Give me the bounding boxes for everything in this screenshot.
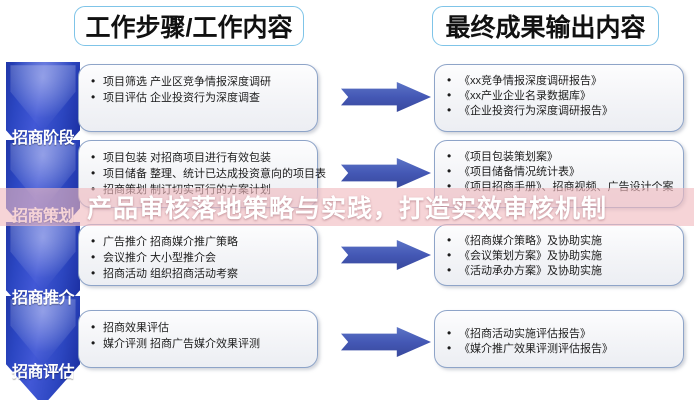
flow-arrow-1	[341, 82, 431, 112]
list-item: 媒介评测 招商广告媒介效果评测	[91, 335, 309, 352]
list-item: 《招商媒介策略》及协助实施	[447, 233, 675, 249]
stage-label-1: 招商阶段	[11, 130, 75, 147]
list-item: 项目筛选 产业区竞争情报深度调研	[91, 73, 309, 90]
list-item: 《项目包装策划案》	[447, 149, 675, 165]
outputs-box-1: 《xx竞争情报深度调研报告》 《xx产业企业名录数据库》 《企业投资行为深度调研…	[434, 64, 684, 132]
list-item: 项目储备 整理、统计已达成投资意向的项目表	[91, 165, 326, 182]
list-item: 《会议策划方案》及协助实施	[447, 248, 675, 264]
list-item: 项目包装 对招商项目进行有效包装	[91, 149, 309, 166]
list-item: 《活动承办方案》及协助实施	[447, 263, 675, 279]
stage-chevron-4	[6, 296, 80, 400]
column-header-right: 最终成果输出内容	[432, 6, 659, 46]
list-item: 《媒介推广效果评测评估报告》	[447, 341, 675, 357]
list-item: 《xx竞争情报深度调研报告》	[447, 73, 675, 89]
flow-arrow-4	[341, 327, 431, 357]
list-item: 招商效果评估	[91, 319, 309, 336]
list-item: 招商活动 组织招商活动考察	[91, 265, 309, 282]
steps-box-3: 广告推介 招商媒介推广策略 会议推介 大小型推介会 招商活动 组织招商活动考察	[78, 224, 318, 286]
list-item: 《项目储备情况统计表》	[447, 164, 675, 180]
steps-box-4: 招商效果评估 媒介评测 招商广告媒介效果评测	[78, 310, 318, 368]
column-header-left: 工作步骤/工作内容	[74, 6, 304, 46]
steps-box-1: 项目筛选 产业区竞争情报深度调研 项目评估 企业投资行为深度调查	[78, 64, 318, 132]
stage-label-4: 招商评估	[11, 364, 75, 381]
list-item: 广告推介 招商媒介推广策略	[91, 233, 309, 250]
list-item: 《招商活动实施评估报告》	[447, 326, 675, 342]
list-item: 《xx产业企业名录数据库》	[447, 88, 675, 104]
stage-label-3: 招商推介	[11, 290, 75, 307]
outputs-box-3: 《招商媒介策略》及协助实施 《会议策划方案》及协助实施 《活动承办方案》及协助实…	[434, 224, 684, 286]
list-item: 《企业投资行为深度调研报告》	[447, 103, 675, 119]
overlay-headline: 产品审核落地策略与实践，打造实效审核机制	[86, 195, 607, 223]
list-item: 会议推介 大小型推介会	[91, 249, 309, 266]
flow-arrow-3	[341, 240, 431, 270]
list-item: 项目评估 企业投资行为深度调查	[91, 89, 309, 106]
outputs-box-4: 《招商活动实施评估报告》 《媒介推广效果评测评估报告》	[434, 310, 684, 368]
flow-arrow-2	[341, 158, 431, 188]
